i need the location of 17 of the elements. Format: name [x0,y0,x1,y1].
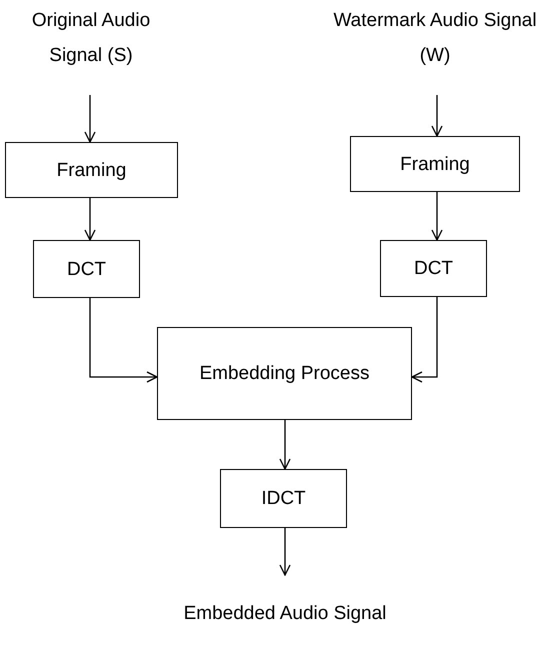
arrow [84,198,96,241]
process-box: DCT [380,240,487,297]
process-box: Framing [5,142,178,198]
arrow [431,95,443,137]
signal-label: Embedded Audio Signal [170,575,400,651]
process-box: DCT [33,240,140,298]
signal-label: Original Audio Signal (S) [5,3,177,73]
arrow [279,528,291,576]
process-box: Framing [350,136,520,192]
process-box: Embedding Process [157,327,412,420]
process-box: IDCT [220,469,347,528]
arrow [89,298,158,383]
arrow [279,420,291,470]
arrow [431,192,443,241]
signal-label: Watermark Audio Signal (W) [330,3,540,73]
arrow [411,297,438,383]
arrow [84,95,96,143]
